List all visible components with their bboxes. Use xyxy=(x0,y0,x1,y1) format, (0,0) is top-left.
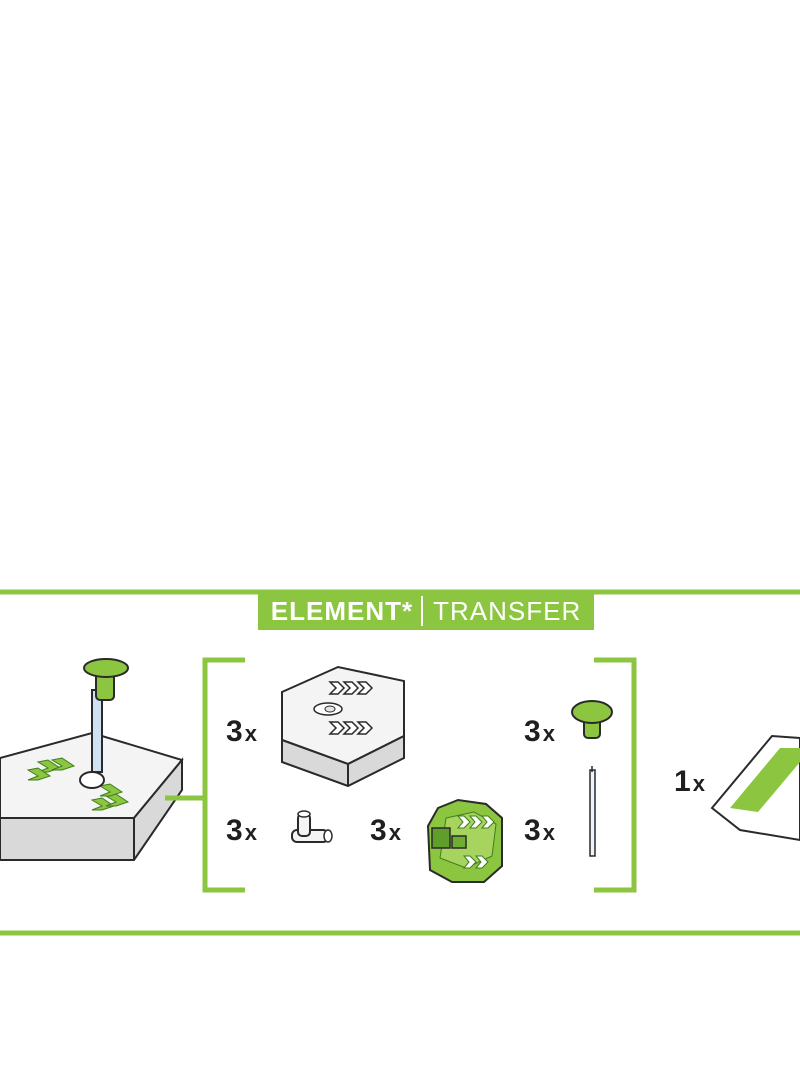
chevron-arrows-wheel xyxy=(456,815,495,869)
qty-green-wheel: 3x xyxy=(370,816,401,848)
qty-times: x xyxy=(542,721,555,746)
qty-count: 3 xyxy=(226,715,243,748)
qty-times: x xyxy=(244,721,257,746)
connector-piece-illustration xyxy=(291,810,333,843)
bracket-right xyxy=(594,657,637,893)
qty-connector: 3x xyxy=(226,816,257,848)
card-illustration xyxy=(710,734,800,842)
chevron-arrows-tile xyxy=(328,681,374,735)
qty-card: 1x xyxy=(674,767,705,799)
qty-times: x xyxy=(542,820,555,845)
green-wheel-illustration xyxy=(426,798,503,883)
bracket-left xyxy=(202,657,245,893)
qty-times: x xyxy=(692,771,705,796)
qty-count: 3 xyxy=(524,715,541,748)
qty-thin-rail: 3x xyxy=(524,816,555,848)
qty-mushroom-cap: 3x xyxy=(524,717,555,749)
qty-hex-tile: 3x xyxy=(226,717,257,749)
element-label: ELEMENT xyxy=(270,595,402,626)
assembled-tile-illustration xyxy=(0,658,184,861)
title-separator xyxy=(421,596,424,626)
chevron-arrows-left xyxy=(26,757,130,811)
qty-count: 3 xyxy=(370,814,387,847)
qty-times: x xyxy=(244,820,257,845)
qty-count: 3 xyxy=(524,814,541,847)
qty-times: x xyxy=(388,820,401,845)
qty-count: 3 xyxy=(226,814,243,847)
element-transfer-title: ELEMENT* TRANSFER xyxy=(258,592,594,630)
mushroom-cap-illustration xyxy=(571,700,613,739)
transfer-label: TRANSFER xyxy=(433,595,582,626)
thin-rail-illustration xyxy=(589,766,596,857)
asterisk: * xyxy=(401,595,414,626)
qty-count: 1 xyxy=(674,765,691,798)
hex-tile-illustration xyxy=(281,665,405,788)
